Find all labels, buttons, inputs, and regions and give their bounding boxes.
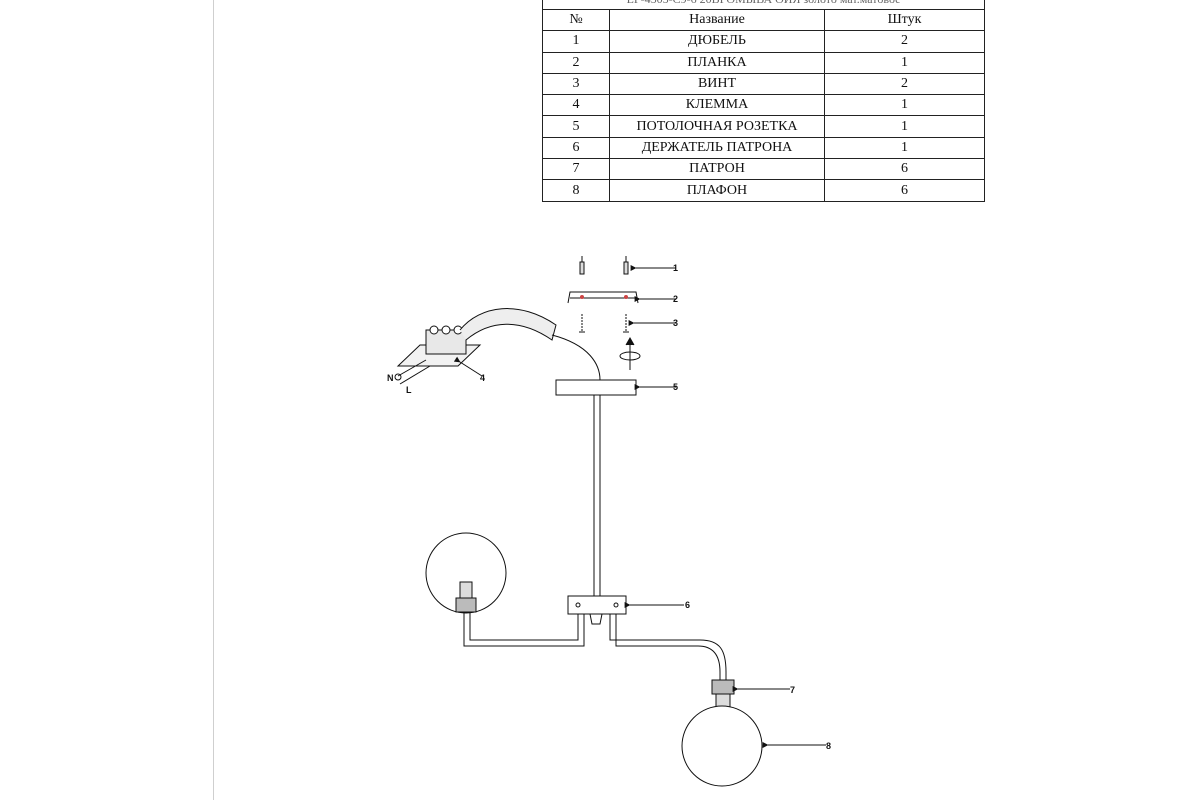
table-row: 7 ПАТРОН 6: [542, 158, 985, 181]
row-name: ПЛАФОН: [609, 179, 825, 202]
callout-label-3: 3: [673, 318, 678, 328]
ceiling-canopy-part: [555, 379, 637, 596]
terminal-block-part: [394, 308, 601, 385]
row-name: ПОТОЛОЧНАЯ РОЗЕТКА: [609, 115, 825, 138]
table-row: 2 ПЛАНКА 1: [542, 51, 985, 74]
row-qty: 6: [824, 179, 985, 202]
dowel-part: [579, 256, 629, 275]
neutral-wire-label: N: [387, 373, 394, 383]
callout-label-2: 2: [673, 294, 678, 304]
table-row: 3 ВИНТ 2: [542, 72, 985, 96]
mounting-plate-part: [567, 291, 639, 304]
rotation-arrow-icon: [619, 336, 641, 370]
globe-shade-part: [681, 705, 763, 787]
table-row: 8 ПЛАФОН 6: [542, 179, 985, 202]
parts-table: LP-4505-C9-6 20ВРОМЫВА ОИЯ золото мат.ма…: [542, 0, 985, 202]
table-row: 4 КЛЕММА 1: [542, 94, 985, 117]
callout-label-4: 4: [480, 373, 485, 383]
socket-part: [711, 679, 735, 711]
table-header-row: № Название Штук: [542, 8, 985, 32]
left-globe-shade: [425, 532, 507, 614]
callout-label-1: 1: [673, 263, 678, 273]
screw-part: [579, 314, 629, 333]
callout-label-8: 8: [826, 741, 831, 751]
callout-label-7: 7: [790, 685, 795, 695]
page-margin-line: [213, 0, 214, 800]
callout-arrow-4: [453, 356, 483, 377]
live-wire-label: L: [406, 385, 412, 395]
callout-label-6: 6: [685, 600, 690, 610]
callout-label-5: 5: [673, 382, 678, 392]
header-number: №: [542, 8, 610, 32]
table-row: 1 ДЮБЕЛЬ 2: [542, 30, 985, 53]
header-name: Название: [609, 8, 825, 32]
